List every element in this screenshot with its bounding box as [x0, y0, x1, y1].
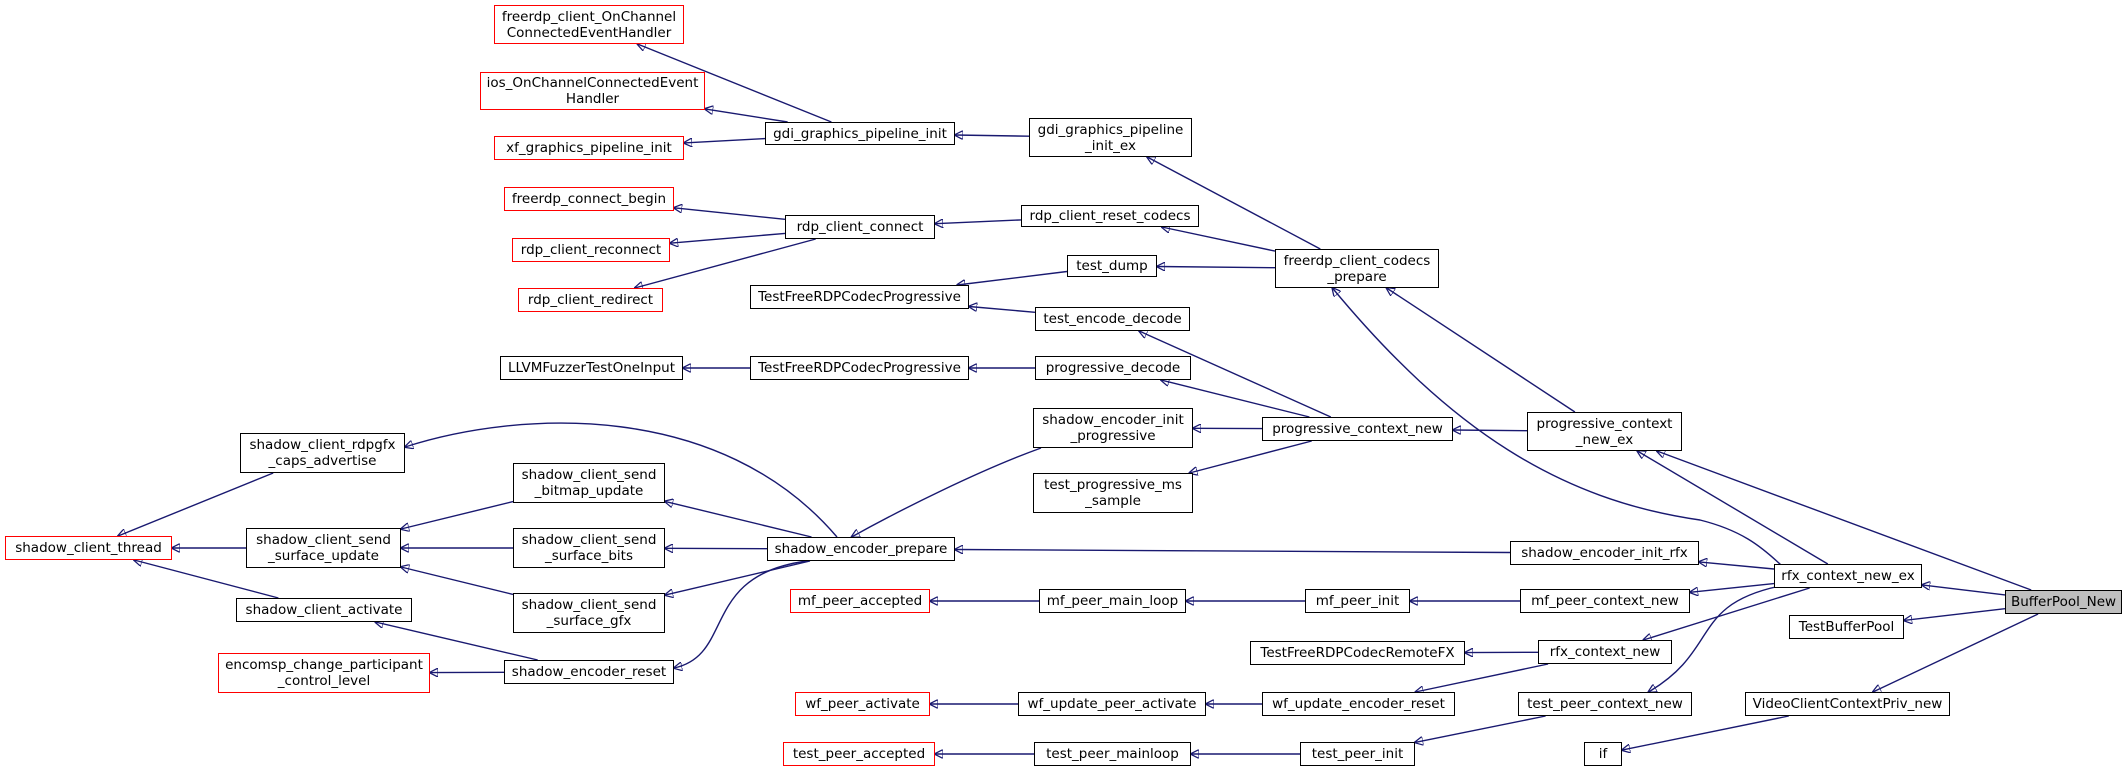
node-wf-update-peer-activate[interactable]: wf_update_peer_activate — [1018, 692, 1206, 716]
edge-shadow-client-send-surface-update-to-shadow-client-send-bitmap-update — [401, 502, 513, 529]
edge-shadow-client-send-surface-update-to-shadow-client-send-surface-gfx — [401, 567, 513, 594]
edge-shadow-client-thread-to-shadow-client-rdpgfx-caps-advertise — [118, 473, 273, 536]
edge-ios-OnChannelConnectedEventHandler-to-gdi-graphics-pipeline-init — [705, 109, 788, 122]
node-shadow-encoder-prepare[interactable]: shadow_encoder_prepare — [767, 537, 955, 561]
node-gdi-graphics-pipeline-init[interactable]: gdi_graphics_pipeline_init — [765, 122, 955, 145]
edge-shadow-client-send-bitmap-update-to-shadow-encoder-prepare — [665, 501, 812, 537]
node-shadow-client-rdpgfx-caps-advertise[interactable]: shadow_client_rdpgfx _caps_advertise — [240, 433, 405, 473]
edge-gdi-graphics-pipeline-init-to-gdi-graphics-pipeline-init-ex — [955, 135, 1029, 136]
edge-test-progressive-ms-sample-to-progressive-context-new — [1189, 441, 1311, 473]
edge-rdp-client-reconnect-to-rdp-client-connect — [670, 233, 785, 243]
node-bufferpool-new: BufferPool_New — [2005, 590, 2122, 614]
node-test-peer-accepted[interactable]: test_peer_accepted — [783, 742, 935, 766]
node-test-encode-decode[interactable]: test_encode_decode — [1035, 307, 1190, 331]
node-progressive-context-new-ex[interactable]: progressive_context _new_ex — [1527, 412, 1682, 451]
node-wf-update-encoder-reset[interactable]: wf_update_encoder_reset — [1262, 692, 1455, 716]
edge-rdp-client-connect-to-rdp-client-reset-codecs — [935, 220, 1021, 224]
node-mf-peer-main-loop[interactable]: mf_peer_main_loop — [1039, 589, 1186, 613]
node-rdp-client-reset-codecs[interactable]: rdp_client_reset_codecs — [1021, 205, 1199, 227]
edge-TestFreeRDPCodecProgressive-a-to-test-dump — [957, 272, 1067, 286]
edge-shadow-client-send-surface-gfx-to-shadow-encoder-prepare — [665, 561, 810, 595]
edge-rfx-context-new-ex-to-BufferPool-New — [1922, 585, 2005, 595]
node-shadow-encoder-init-progressive[interactable]: shadow_encoder_init _progressive — [1033, 408, 1193, 448]
node-gdi-graphics-pipeline-init-ex[interactable]: gdi_graphics_pipeline _init_ex — [1029, 118, 1192, 157]
node-rdp-client-connect[interactable]: rdp_client_connect — [785, 215, 935, 239]
node-test-peer-mainloop[interactable]: test_peer_mainloop — [1034, 742, 1191, 766]
node-rfx-context-new-ex[interactable]: rfx_context_new_ex — [1774, 564, 1922, 588]
node-freerdp-client-onchannelconnectedeventhandler[interactable]: freerdp_client_OnChannel ConnectedEventH… — [494, 5, 684, 44]
node-shadow-client-send-bitmap-update[interactable]: shadow_client_send _bitmap_update — [513, 463, 665, 503]
node-test-peer-init[interactable]: test_peer_init — [1300, 742, 1415, 766]
node-shadow-client-send-surface-update[interactable]: shadow_client_send _surface_update — [246, 528, 401, 568]
node-progressive-decode[interactable]: progressive_decode — [1035, 356, 1191, 380]
node-mf-peer-context-new[interactable]: mf_peer_context_new — [1520, 589, 1690, 613]
node-encomsp-change-participant-control-level[interactable]: encomsp_change_participant _control_leve… — [218, 653, 430, 693]
edge-rdp-client-reset-codecs-to-freerdp-client-codecs-prepare — [1162, 227, 1275, 251]
edge-freerdp-client-codecs-prepare-to-progressive-context-new-ex — [1387, 288, 1575, 412]
edge-freerdp-connect-begin-to-rdp-client-connect — [674, 208, 785, 220]
node-shadow-client-send-surface-gfx[interactable]: shadow_client_send _surface_gfx — [513, 593, 665, 633]
node-llvmfuzzertestoneinput[interactable]: LLVMFuzzerTestOneInput — [500, 356, 683, 380]
node-freerdp-connect-begin[interactable]: freerdp_connect_begin — [504, 187, 674, 211]
edge-xf-graphics-pipeline-init-to-gdi-graphics-pipeline-init — [684, 139, 765, 143]
node-shadow-encoder-reset[interactable]: shadow_encoder_reset — [504, 660, 674, 684]
node-rfx-context-new[interactable]: rfx_context_new — [1538, 640, 1672, 664]
node-testfreerdpcodecprogressive-a[interactable]: TestFreeRDPCodecProgressive — [750, 285, 969, 309]
edge-shadow-encoder-init-rfx-to-rfx-context-new-ex — [1699, 562, 1774, 569]
node-rdp-client-redirect[interactable]: rdp_client_redirect — [518, 288, 663, 312]
edge-test-dump-to-freerdp-client-codecs-prepare — [1157, 267, 1275, 268]
node-testbufferpool[interactable]: TestBufferPool — [1789, 615, 1904, 639]
edge-gdi-graphics-pipeline-init-ex-to-freerdp-client-codecs-prepare — [1147, 157, 1320, 249]
edge-TestBufferPool-to-BufferPool-New — [1904, 609, 2005, 621]
edge-test-peer-init-to-test-peer-context-new — [1415, 716, 1546, 742]
edge-shadow-encoder-prepare-to-shadow-encoder-init-rfx — [955, 550, 1510, 553]
edge-wf-update-encoder-reset-to-rfx-context-new — [1415, 664, 1548, 692]
node-if[interactable]: if — [1584, 742, 1622, 766]
edge-if-to-VideoClientContextPriv-new — [1622, 716, 1789, 750]
node-wf-peer-activate[interactable]: wf_peer_activate — [795, 692, 930, 716]
node-shadow-encoder-init-rfx[interactable]: shadow_encoder_init_rfx — [1510, 541, 1699, 565]
node-test-peer-context-new[interactable]: test_peer_context_new — [1518, 692, 1692, 716]
node-rdp-client-reconnect[interactable]: rdp_client_reconnect — [512, 238, 670, 262]
node-shadow-client-activate[interactable]: shadow_client_activate — [236, 598, 412, 622]
node-freerdp-client-codecs-prepare[interactable]: freerdp_client_codecs _prepare — [1275, 249, 1439, 288]
node-mf-peer-init[interactable]: mf_peer_init — [1305, 589, 1410, 613]
node-testfreerdpcodecprogressive-b[interactable]: TestFreeRDPCodecProgressive — [750, 356, 969, 380]
node-testfreerdpcodecremotefx[interactable]: TestFreeRDPCodecRemoteFX — [1250, 641, 1465, 665]
node-test-dump[interactable]: test_dump — [1067, 255, 1157, 277]
edge-progressive-context-new-to-progressive-context-new-ex — [1453, 430, 1527, 431]
node-ios-onchannelconnectedeventhandler[interactable]: ios_OnChannelConnectedEvent Handler — [480, 72, 705, 110]
edge-TestFreeRDPCodecProgressive-a-to-test-encode-decode — [969, 307, 1035, 313]
node-shadow-client-thread[interactable]: shadow_client_thread — [5, 536, 172, 560]
node-shadow-client-send-surface-bits[interactable]: shadow_client_send _surface_bits — [513, 528, 665, 568]
edge-shadow-encoder-prepare-to-shadow-encoder-init-progressive — [852, 448, 1041, 537]
node-progressive-context-new[interactable]: progressive_context_new — [1262, 417, 1453, 441]
node-mf-peer-accepted[interactable]: mf_peer_accepted — [790, 589, 930, 613]
node-test-progressive-ms-sample[interactable]: test_progressive_ms _sample — [1033, 473, 1193, 513]
node-videoclientcontextpriv-new[interactable]: VideoClientContextPriv_new — [1745, 692, 1950, 716]
node-xf-graphics-pipeline-init[interactable]: xf_graphics_pipeline_init — [494, 136, 684, 160]
